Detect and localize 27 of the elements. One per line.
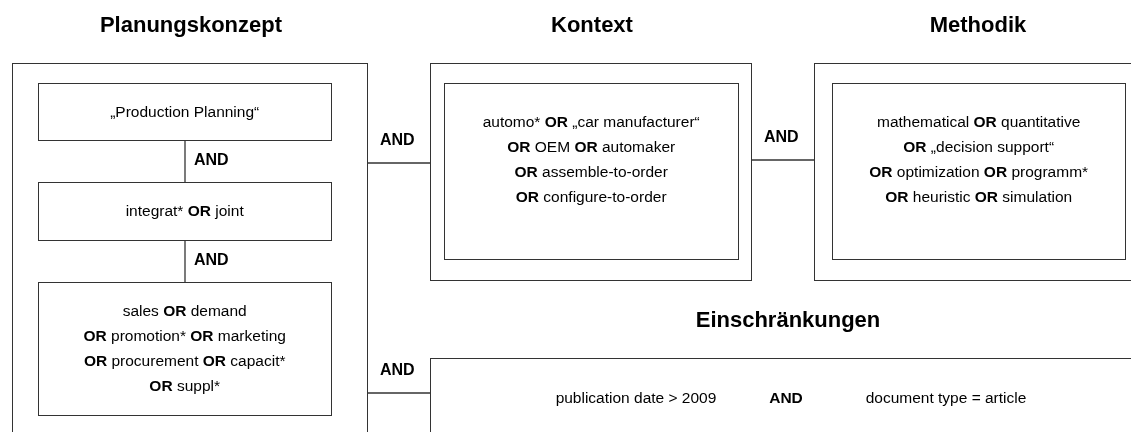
connector-line (367, 392, 431, 394)
edge-label: AND (764, 128, 799, 146)
connector-line (184, 140, 186, 183)
edge-label: AND (194, 250, 229, 269)
filter-condition: document type = article (864, 388, 1028, 408)
search-terms: „Production Planning“ (109, 101, 261, 122)
query-box (37, 181, 332, 241)
search-terms: mathematical OR quantitative OR „decision support“ OR optimization OR programm* OR heuristic OR simulation (868, 111, 1090, 207)
query-box (443, 82, 739, 260)
section-heading: Kontext (550, 12, 634, 38)
connector-line (184, 240, 186, 283)
query-box (37, 82, 332, 141)
section-heading: Einschränkungen (694, 307, 882, 333)
filter-condition: publication date > 2009 (554, 388, 718, 408)
section-heading: Planungskonzept (98, 12, 284, 38)
edge-label: AND (194, 150, 229, 169)
search-terms: integrat* OR joint (124, 201, 245, 222)
connector-line (751, 159, 815, 161)
query-box (831, 82, 1126, 260)
connector-line (367, 162, 431, 164)
section-heading: Methodik (928, 12, 1028, 38)
operator-label: AND (768, 388, 804, 408)
search-terms: automo* OR „car manufacturer“ OR OEM OR automaker OR assemble-to-order OR configure-to-order (481, 111, 701, 207)
search-terms: sales OR demand OR promotion* OR marketing OR procurement OR capacit* OR suppl* (82, 301, 287, 397)
query-box (37, 281, 332, 416)
edge-label: AND (380, 131, 415, 149)
edge-label: AND (380, 361, 415, 379)
